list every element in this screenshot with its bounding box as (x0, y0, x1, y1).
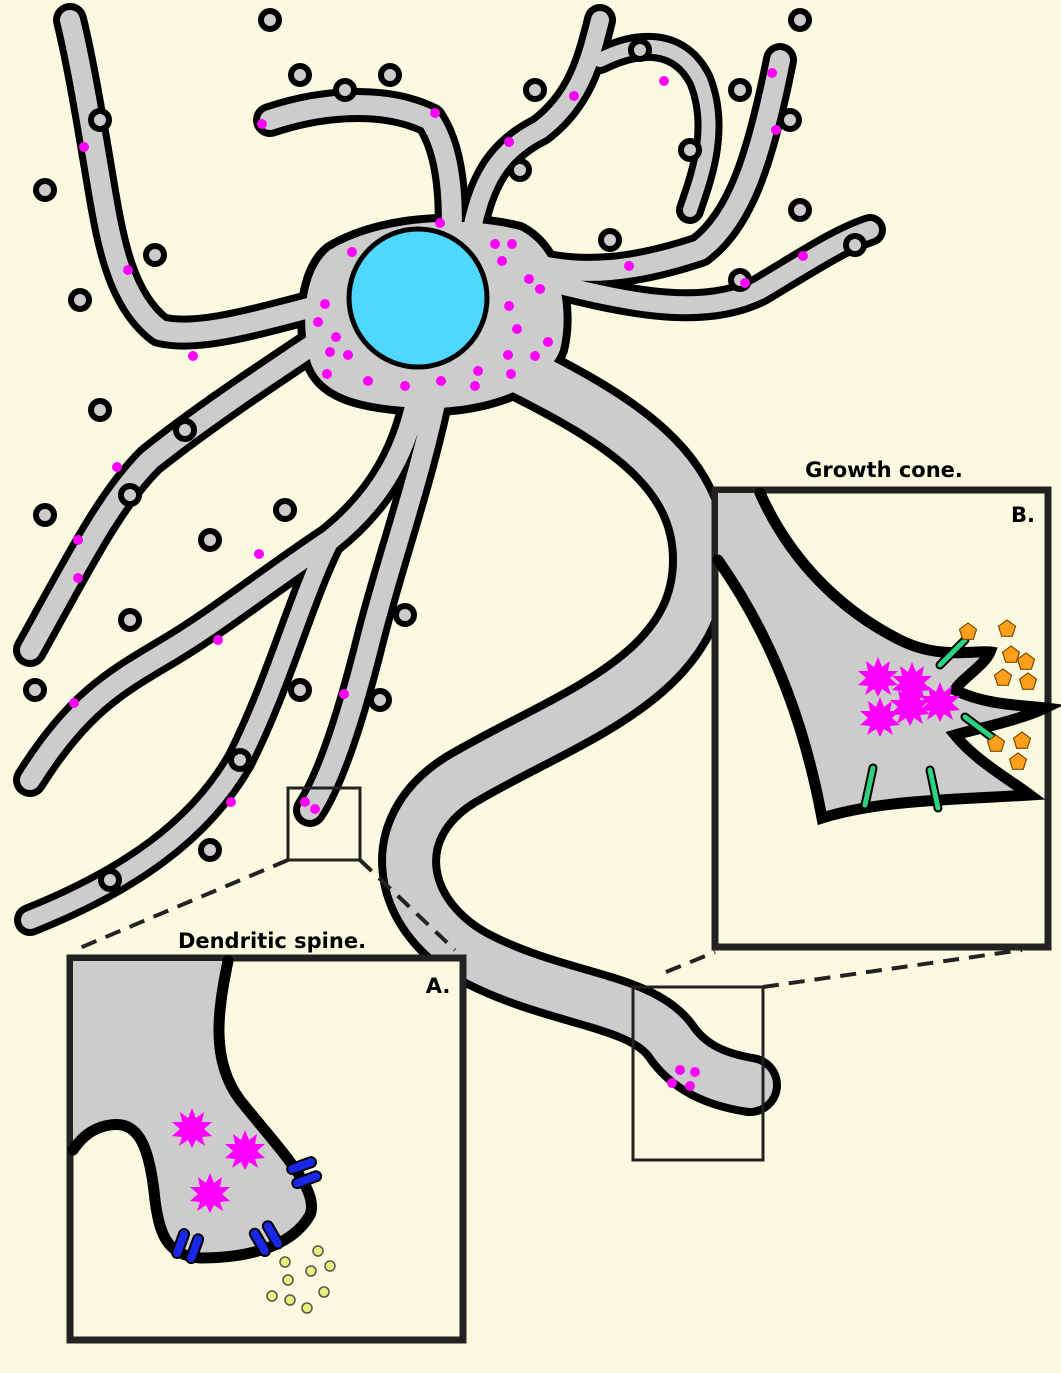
panel-b-title: Growth cone. (805, 458, 963, 482)
panel-a: Dendritic spine. A. (70, 929, 463, 1340)
panel-a-letter: A. (426, 974, 451, 998)
panel-b: Growth cone. B. (715, 458, 1048, 947)
panel-a-title: Dendritic spine. (178, 929, 366, 953)
dendrite-left-mid (30, 340, 320, 650)
nucleus-icon (349, 229, 487, 367)
panel-b-letter: B. (1011, 503, 1035, 527)
